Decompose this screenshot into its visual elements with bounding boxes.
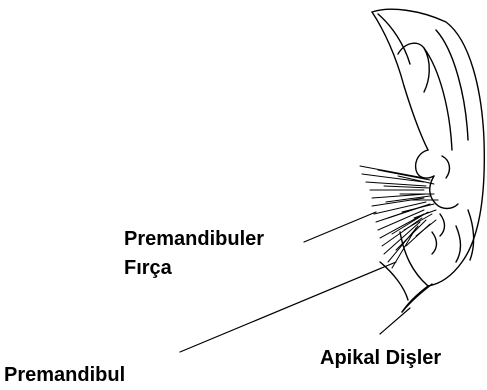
leader-line-apical-teeth (380, 308, 410, 334)
leader-line-brush (304, 212, 376, 242)
premandible-outline (372, 9, 484, 312)
leader-line-premandible (180, 262, 396, 352)
label-premandibular-brush-line1: Premandibuler (124, 226, 264, 252)
label-premandible: Premandibul (4, 362, 125, 388)
premandibular-brush (360, 166, 438, 268)
label-apical-teeth: Apikal Dişler (320, 345, 441, 371)
label-premandibular-brush-line2: Fırça (124, 255, 172, 281)
